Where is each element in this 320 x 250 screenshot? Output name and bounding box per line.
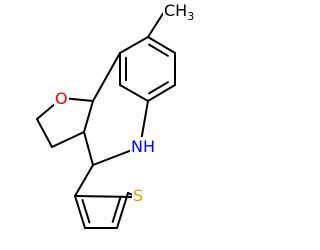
molecule-structure: CH3 O NH S bbox=[0, 0, 250, 250]
bond-c3-c4 bbox=[147, 84, 176, 102]
bond-c6-c7 bbox=[92, 52, 121, 102]
bond-c1-c2 bbox=[147, 36, 176, 54]
oxygen-label: O bbox=[55, 89, 68, 108]
nitrogen-label: NH bbox=[131, 137, 155, 156]
double-bond-t4-t3 bbox=[81, 199, 91, 224]
bond-c10-c7 bbox=[83, 100, 94, 133]
methyl-group: CH3 bbox=[163, 1, 195, 23]
double-bond-c1-c2 bbox=[148, 43, 169, 57]
bond-c8-c9 bbox=[36, 118, 53, 148]
sulfur-label: S bbox=[133, 186, 143, 205]
bond-t4-t3 bbox=[74, 195, 86, 229]
background bbox=[0, 0, 250, 250]
bond-s-t4 bbox=[74, 195, 139, 198]
bond-c9-c10 bbox=[51, 131, 85, 148]
bond-c10-c11 bbox=[83, 131, 94, 166]
double-bond-c3-c4 bbox=[148, 81, 169, 95]
oxygen-atom: O bbox=[54, 88, 69, 108]
bond-c6-c1 bbox=[119, 36, 149, 54]
methyl-label: CH3 bbox=[164, 1, 194, 23]
bond-c11-t4 bbox=[74, 164, 94, 197]
bond-t2-t1 bbox=[116, 192, 129, 229]
bond-lines bbox=[36, 11, 176, 229]
bond-me-c1 bbox=[147, 11, 165, 38]
nitrogen-atom: NH bbox=[130, 137, 158, 157]
bond-c4-c5 bbox=[119, 84, 149, 102]
sulfur-atom: S bbox=[132, 185, 146, 205]
double-bond-t2-t1 bbox=[111, 196, 122, 223]
methyl-subscript: 3 bbox=[187, 10, 194, 23]
